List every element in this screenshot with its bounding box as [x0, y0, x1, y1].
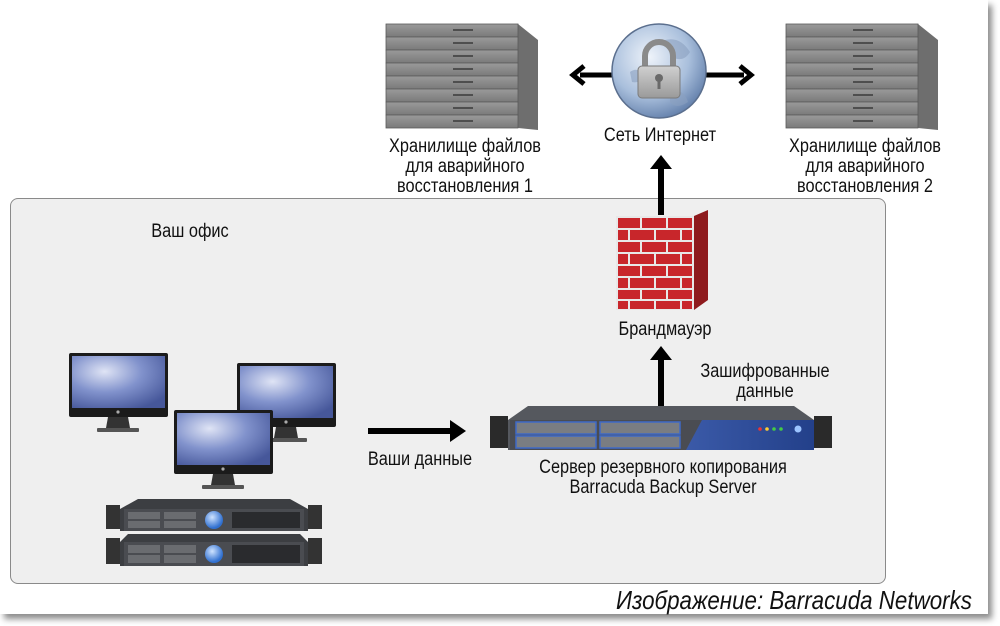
firewall-icon: [616, 210, 708, 310]
encrypted-data-label: Зашифрованные данные: [700, 361, 830, 402]
office-label: Ваш офис: [151, 221, 229, 242]
backup-server-icon: [490, 406, 832, 450]
image-credit-caption: Изображение: Barracuda Networks: [615, 585, 972, 615]
firewall-label: Брандмауэр: [618, 319, 712, 340]
monitor-icon: [69, 353, 168, 432]
office-server-icon: [106, 534, 322, 566]
arrow-firewall-to-internet: [650, 155, 672, 215]
backup-server-label: Сервер резервного копирования Barracuda …: [539, 457, 787, 498]
internet-label: Сеть Интернет: [603, 125, 717, 146]
arrow-office-to-server: [368, 420, 466, 442]
internet-globe-lock-icon: [611, 23, 707, 119]
arrow-server-to-firewall: [650, 346, 672, 408]
arrow-to-storage-2: [706, 64, 755, 86]
storage-2-label: Хранилище файлов для аварийного восстано…: [789, 136, 941, 197]
storage-rack-1-icon: [385, 23, 538, 130]
your-data-label: Ваши данные: [367, 449, 473, 470]
office-server-icon: [106, 499, 322, 531]
storage-rack-2-icon: [785, 23, 938, 130]
monitor-icon: [174, 410, 273, 489]
storage-1-label: Хранилище файлов для аварийного восстано…: [389, 136, 541, 197]
